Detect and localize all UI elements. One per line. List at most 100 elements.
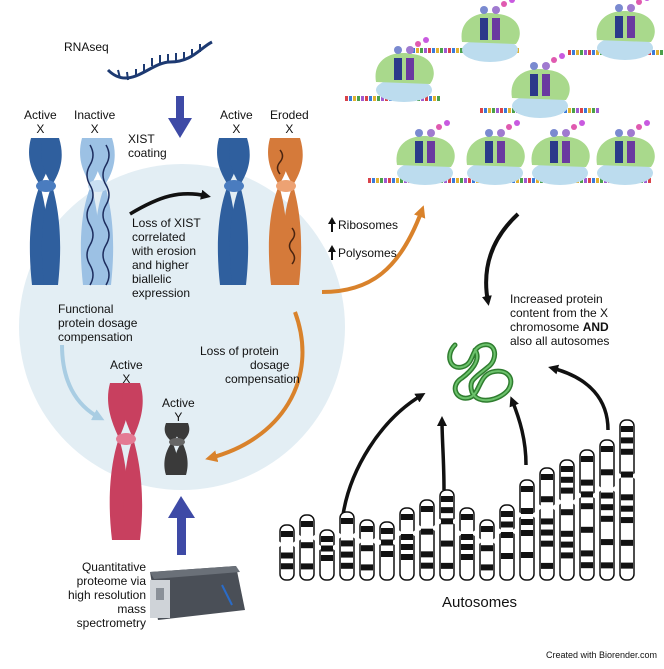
inactive-x-label: Inactive X xyxy=(74,108,115,136)
eroded-x-label: Eroded X xyxy=(270,108,309,136)
chromosome-icon xyxy=(579,449,595,581)
loss-of-compensation-label: Loss of protein dosage compensation xyxy=(200,344,300,386)
active-x2-line2: X xyxy=(232,122,241,136)
xist-loss-arrow xyxy=(129,189,211,216)
chromosome-icon xyxy=(619,419,635,581)
loss-xist-line4: and higher xyxy=(132,258,189,272)
chromosome-icon xyxy=(519,479,535,581)
proteome-line1: Quantitative xyxy=(81,560,146,574)
autosome-arrow-1 xyxy=(341,392,426,516)
autosomes-label: Autosomes xyxy=(442,594,518,611)
increased-line3-bold: AND xyxy=(582,320,609,334)
xist-coating-label: XIST coating xyxy=(128,132,167,160)
ribosome-icon xyxy=(511,53,570,118)
mass-spectrometer-icon xyxy=(150,566,245,620)
inactive-x-label-line1: Inactive xyxy=(74,108,116,122)
increased-line1: Increased protein xyxy=(510,292,603,306)
active-x2-line1: Active xyxy=(220,108,253,122)
chromosome-icon xyxy=(359,519,375,581)
chromosome-icon xyxy=(399,507,415,581)
loss-xist-line3: with erosion xyxy=(132,244,197,258)
ribosome-icon xyxy=(375,37,434,102)
active-y-line2: Y xyxy=(174,410,183,424)
autosome-arrow-3 xyxy=(509,396,528,466)
eroded-x-line2: X xyxy=(285,122,294,136)
increased-line2: content from the X xyxy=(510,306,609,320)
up-arrow-icon xyxy=(328,217,336,232)
ribosome-to-protein-arrow xyxy=(481,212,520,306)
polysomes xyxy=(345,0,663,185)
active-x3-line2: X xyxy=(122,372,131,386)
active-x-label-3: Active X xyxy=(110,358,143,386)
ribosome-icon xyxy=(531,120,590,185)
polysomes-label: Polysomes xyxy=(338,246,397,260)
ribosome-icon xyxy=(466,120,525,185)
active-x-label: Active X xyxy=(24,108,57,136)
chromosome-icon xyxy=(539,467,555,581)
increased-protein-label: Increased protein content from the X chr… xyxy=(510,292,609,348)
loss-xist-line2: correlated xyxy=(132,230,186,244)
quantitative-proteome-label: Quantitative proteome via high resolutio… xyxy=(58,560,146,630)
autosome-arrow-2 xyxy=(437,416,448,491)
proteome-line3: high resolution xyxy=(67,588,146,602)
active-y-line1: Active xyxy=(162,396,195,410)
rnaseq-arrow xyxy=(168,96,192,138)
functional-compensation-arrow xyxy=(60,344,105,421)
functional-compensation-label: Functional protein dosage compensation xyxy=(58,302,137,344)
ribosome-arrow xyxy=(321,205,426,294)
eroded-x-line1: Eroded xyxy=(270,108,309,122)
active-x-chromosome xyxy=(29,138,62,285)
chromosome-icon xyxy=(439,489,455,581)
active-x-chromosome-red xyxy=(108,383,143,540)
chromosome-icon xyxy=(299,514,315,581)
chromosome-icon xyxy=(599,439,615,581)
autosome-karyotype xyxy=(279,419,635,581)
rnaseq-label: RNAseq xyxy=(64,40,109,54)
ribosome-icon xyxy=(596,0,655,60)
loss-xist-line6: expression xyxy=(132,286,191,300)
chromosome-icon xyxy=(319,529,335,581)
chromosome-icon xyxy=(499,504,515,581)
active-x-label-line1: Active xyxy=(24,108,57,122)
ribosome-icon xyxy=(396,120,455,185)
functional-line3: compensation xyxy=(58,330,133,344)
xist-coating-line1: XIST xyxy=(128,132,155,146)
active-x-chromosome-2 xyxy=(217,138,250,285)
chromosome-icon xyxy=(479,519,495,581)
chromosome-icon xyxy=(379,521,395,581)
ribosome-icon xyxy=(596,120,655,185)
mass-spec-arrow xyxy=(168,496,195,555)
protein-icon-inner xyxy=(448,343,512,402)
autosome-arrow-4 xyxy=(548,364,610,431)
ribosomes-label: Ribosomes xyxy=(338,218,399,232)
inactive-x-chromosome xyxy=(80,138,115,286)
proteome-line4: mass xyxy=(117,602,146,616)
up-arrow-icon xyxy=(328,245,336,260)
eroded-x-chromosome xyxy=(268,138,303,285)
loss-xist-line5: biallelic xyxy=(132,272,172,286)
loss-of-xist-label: Loss of XIST correlated with erosion and… xyxy=(132,216,201,300)
active-y-label: Active Y xyxy=(162,396,195,424)
proteome-line5: spectrometry xyxy=(76,616,146,630)
loss-comp-line1: Loss of protein xyxy=(200,344,279,358)
active-x3-line1: Active xyxy=(110,358,143,372)
increased-line3: chromosome AND xyxy=(510,320,609,334)
ribosome-icon xyxy=(461,0,520,62)
chromosome-icon xyxy=(279,524,295,581)
functional-line2: protein dosage xyxy=(58,316,138,330)
active-x-label-line2: X xyxy=(36,122,45,136)
rna-strand-icon xyxy=(106,40,213,81)
functional-line1: Functional xyxy=(58,302,114,316)
increased-line4: also all autosomes xyxy=(510,334,610,348)
loss-xist-line1: Loss of XIST xyxy=(132,216,201,230)
chromosome-icon xyxy=(419,499,435,581)
inactive-x-label-line2: X xyxy=(90,122,99,136)
loss-comp-line2: dosage xyxy=(250,358,290,372)
active-x-label-2: Active X xyxy=(220,108,253,136)
chromosome-icon xyxy=(339,511,355,581)
chromosome-icon xyxy=(559,459,575,581)
active-y-chromosome xyxy=(164,423,190,475)
xist-coating-line2: coating xyxy=(128,146,167,160)
